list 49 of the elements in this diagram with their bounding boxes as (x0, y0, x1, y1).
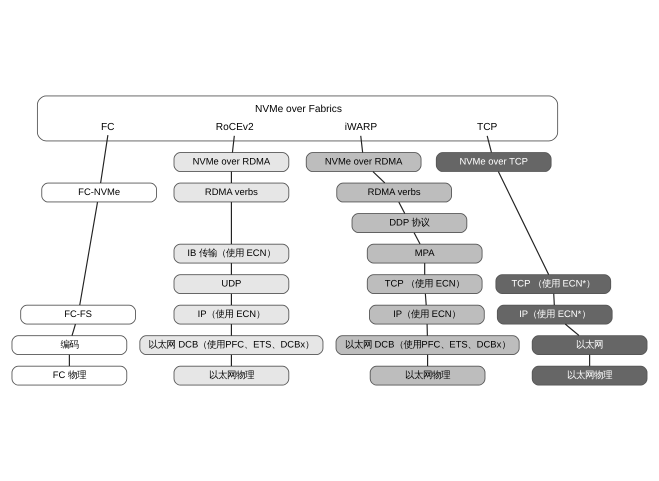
connector (230, 172, 232, 183)
node-box: FC 物理 (12, 366, 128, 386)
node-box: NVMe over Fabrics FC RoCEv2 iWARP TCP (36, 95, 558, 142)
node-box: TCP （使用 ECN*） (495, 274, 612, 294)
node-box: IP（使用 ECN） (174, 304, 290, 324)
node-box: 以太网 (532, 335, 648, 355)
connector (68, 354, 70, 366)
connector (230, 324, 232, 336)
connector (71, 324, 76, 336)
connector (232, 136, 235, 152)
connector (360, 136, 364, 152)
connector (426, 324, 428, 336)
node-box: TCP （使用 ECN） (366, 274, 483, 294)
connector (424, 263, 426, 275)
node-box: 编码 (12, 335, 128, 355)
connector (230, 263, 232, 275)
node-box: 以太网物理 (532, 366, 648, 386)
connector (589, 354, 590, 366)
connector (564, 324, 580, 336)
node-box: FC-NVMe (41, 182, 157, 202)
node-box: MPA (366, 244, 483, 264)
connector (427, 354, 428, 366)
node-box: 以太网物理 (174, 366, 290, 386)
connector (230, 202, 232, 244)
connector (398, 202, 406, 214)
connector (100, 135, 108, 184)
node-box: RDMA verbs (336, 182, 452, 202)
node-box: IP（使用 ECN*） (496, 304, 613, 324)
connector (486, 136, 492, 153)
node-box: 以太网 DCB（使用PFC、ETS、DCBx） (336, 335, 520, 355)
connector (424, 294, 427, 306)
connector (498, 171, 550, 275)
node-box: 以太网物理 (370, 366, 486, 386)
node-box: IB 传输（使用 ECN） (174, 244, 290, 264)
connector (79, 202, 98, 306)
node-box: FC-FS (20, 304, 136, 324)
node-box: 以太网 DCB（使用PFC、ETS、DCBx） (139, 335, 324, 355)
connector (414, 232, 421, 244)
node-box: RDMA verbs (174, 182, 290, 202)
node-box: DDP 协议 (352, 213, 468, 233)
connector (230, 354, 232, 366)
node-box: NVMe over RDMA (174, 152, 290, 172)
connector (372, 171, 386, 184)
node-box: NVMe over RDMA (306, 152, 422, 172)
node-box: IP（使用 ECN） (369, 304, 485, 324)
connector (553, 294, 555, 306)
node-box: UDP (174, 274, 290, 294)
node-box: NVMe over TCP (436, 152, 552, 172)
connector (230, 294, 232, 306)
